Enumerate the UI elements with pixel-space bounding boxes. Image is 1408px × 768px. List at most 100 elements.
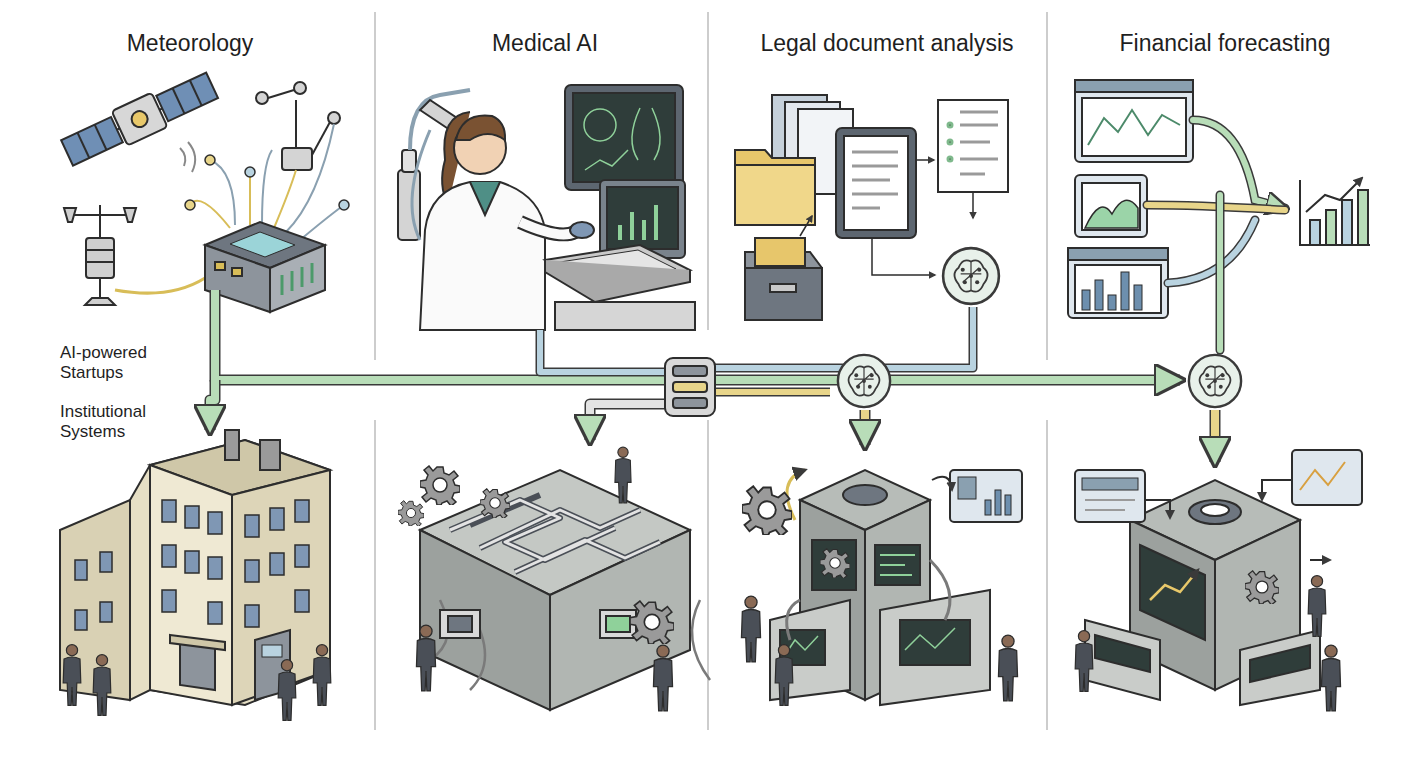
pipe-junction <box>665 358 715 416</box>
bureaucracy-maze <box>448 616 472 632</box>
document-stack <box>852 207 880 210</box>
bureaucracy-maze <box>420 530 550 710</box>
legacy-machine <box>880 590 990 705</box>
document-stack <box>948 140 952 144</box>
growth-chart <box>1358 190 1368 245</box>
panel-heading: Financial forecasting <box>1065 30 1385 58</box>
chart-windows <box>1075 265 1161 313</box>
pipe-junction <box>673 382 707 392</box>
legacy-machine <box>985 500 991 515</box>
office-building <box>295 545 309 567</box>
office-building <box>75 560 87 580</box>
legacy-machine <box>995 490 1001 515</box>
sensor-wires <box>262 150 272 225</box>
satellite <box>61 117 123 166</box>
sensor-wires <box>115 278 205 293</box>
side-label: Institutional Systems <box>60 402 185 443</box>
data-pipes <box>1168 220 1255 283</box>
satellite <box>173 88 185 113</box>
document-stack <box>735 95 1008 320</box>
chart-windows <box>1134 285 1142 310</box>
forecast-machine <box>1085 500 1135 510</box>
document-stack <box>948 123 952 127</box>
data-pipes <box>1193 120 1285 208</box>
main-pipes <box>540 330 665 372</box>
flow-arrow <box>916 159 934 161</box>
anemometer <box>85 298 115 305</box>
sensor-wires <box>249 175 251 225</box>
workstation <box>555 302 695 330</box>
legacy-machine <box>905 628 955 650</box>
chart-windows <box>1082 98 1186 156</box>
person-figure <box>1308 576 1326 637</box>
data-pipes <box>1217 195 1223 350</box>
legacy-machine <box>843 485 887 505</box>
forecast-machine <box>1240 630 1320 705</box>
sensor-dots <box>185 200 195 210</box>
legacy-machine <box>880 574 912 576</box>
anemometer <box>64 208 76 222</box>
document-stack <box>852 165 898 168</box>
gear <box>420 466 460 506</box>
main-pipes <box>860 410 871 445</box>
satellite <box>180 142 195 172</box>
data-hub <box>232 268 242 276</box>
legacy-machine <box>880 555 915 575</box>
weather-sensor <box>256 92 268 104</box>
panel-heading: Legal document analysis <box>727 30 1047 58</box>
main-pipes <box>715 376 1180 384</box>
chart-windows <box>1108 295 1116 310</box>
forecast-machine <box>1292 450 1362 505</box>
office-building <box>208 512 222 534</box>
growth-chart <box>1306 178 1362 212</box>
office-building <box>130 440 330 705</box>
flow-arrow <box>872 238 935 275</box>
document-stack <box>844 136 908 230</box>
office-building <box>208 602 222 624</box>
data-hub <box>301 267 304 287</box>
main-pipes <box>210 380 215 430</box>
data-pipes <box>1193 120 1285 208</box>
panel-heading: Medical AI <box>395 30 695 58</box>
sensor-dots <box>205 155 215 165</box>
main-pipes <box>215 290 665 380</box>
data-hub <box>205 222 325 312</box>
sensor-wires <box>210 160 235 225</box>
office-building <box>185 551 199 573</box>
office-building <box>100 552 112 572</box>
person-figure <box>313 645 331 706</box>
panel-divider <box>374 12 376 360</box>
legacy-machine <box>787 600 800 640</box>
satellite <box>156 73 218 122</box>
panel-divider <box>1046 12 1048 360</box>
growth-chart <box>1310 220 1320 245</box>
bureaucracy-maze <box>515 540 660 572</box>
workstation <box>632 108 660 160</box>
workstation <box>618 225 622 240</box>
satellite <box>117 128 120 129</box>
person-figure <box>416 625 435 691</box>
scientist <box>520 222 575 234</box>
bureaucracy-maze <box>450 500 615 560</box>
weather-sensor <box>268 90 294 98</box>
chart-windows <box>1068 248 1168 260</box>
forecast-machine <box>1262 480 1292 500</box>
satellite <box>129 108 150 129</box>
anemometer <box>86 261 114 263</box>
main-pipes <box>590 404 665 440</box>
document-stack <box>852 193 898 196</box>
weather-sensor <box>282 148 312 170</box>
forecast-machine <box>1250 645 1310 682</box>
forecast-machine <box>1150 570 1198 600</box>
document-stack <box>735 165 815 225</box>
chart-windows <box>1095 280 1103 310</box>
bureaucracy-maze <box>450 495 660 572</box>
bureaucracy-maze <box>692 600 710 680</box>
bureaucracy-maze <box>420 470 710 710</box>
flow-arrow <box>800 216 812 236</box>
pipe-junction <box>673 366 707 376</box>
data-hub <box>215 262 225 270</box>
legacy-machine <box>932 477 952 490</box>
legacy-machine <box>1005 495 1011 515</box>
scientist <box>520 222 575 234</box>
